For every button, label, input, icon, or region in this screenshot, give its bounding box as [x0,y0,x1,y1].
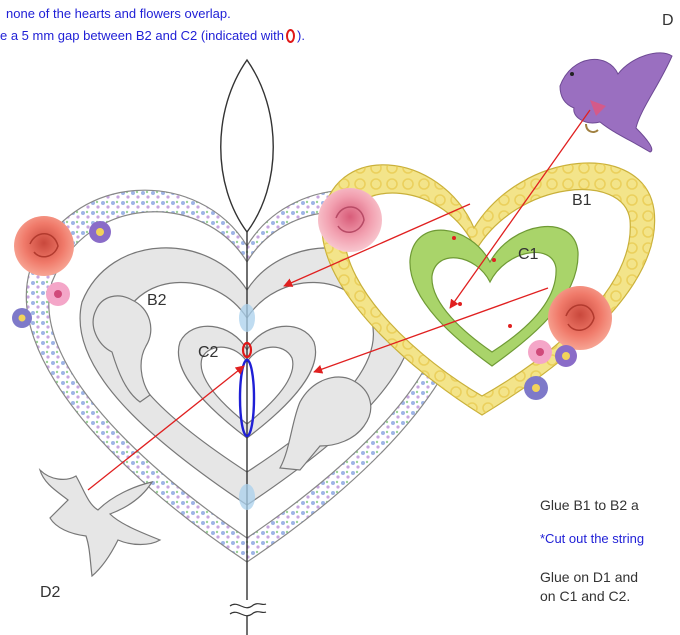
instruction-line-2-prefix: e a 5 mm gap between B2 and C2 (indicate… [0,28,284,43]
note-cut-string: *Cut out the string [540,531,644,546]
rose-right [548,286,612,350]
instruction-line-1: none of the hearts and flowers overlap. [6,6,231,21]
bird-d1 [560,53,672,152]
note-glue-b: Glue B1 to B2 a [540,497,639,513]
rose-center [318,188,382,252]
label-d1: D [662,12,674,30]
glue-spot-bottom [239,484,255,510]
top-leaf-shape [221,60,274,232]
gap-oval-icon [286,29,295,43]
bird-d2 [40,470,160,576]
label-b1: B1 [572,192,592,210]
label-d2: D2 [40,584,60,602]
note-glue-d-line1: Glue on D1 and [540,569,638,585]
instruction-line-2-suffix: ). [297,28,305,43]
label-c2: C2 [198,344,218,362]
glue-spot-top [239,304,255,332]
label-b2: B2 [147,292,167,310]
label-c1: C1 [518,246,538,264]
string-cut-mark [230,604,266,616]
note-glue-d-line2: on C1 and C2. [540,588,630,604]
rose-top-left [14,216,74,276]
instruction-line-2: e a 5 mm gap between B2 and C2 (indicate… [0,28,305,43]
